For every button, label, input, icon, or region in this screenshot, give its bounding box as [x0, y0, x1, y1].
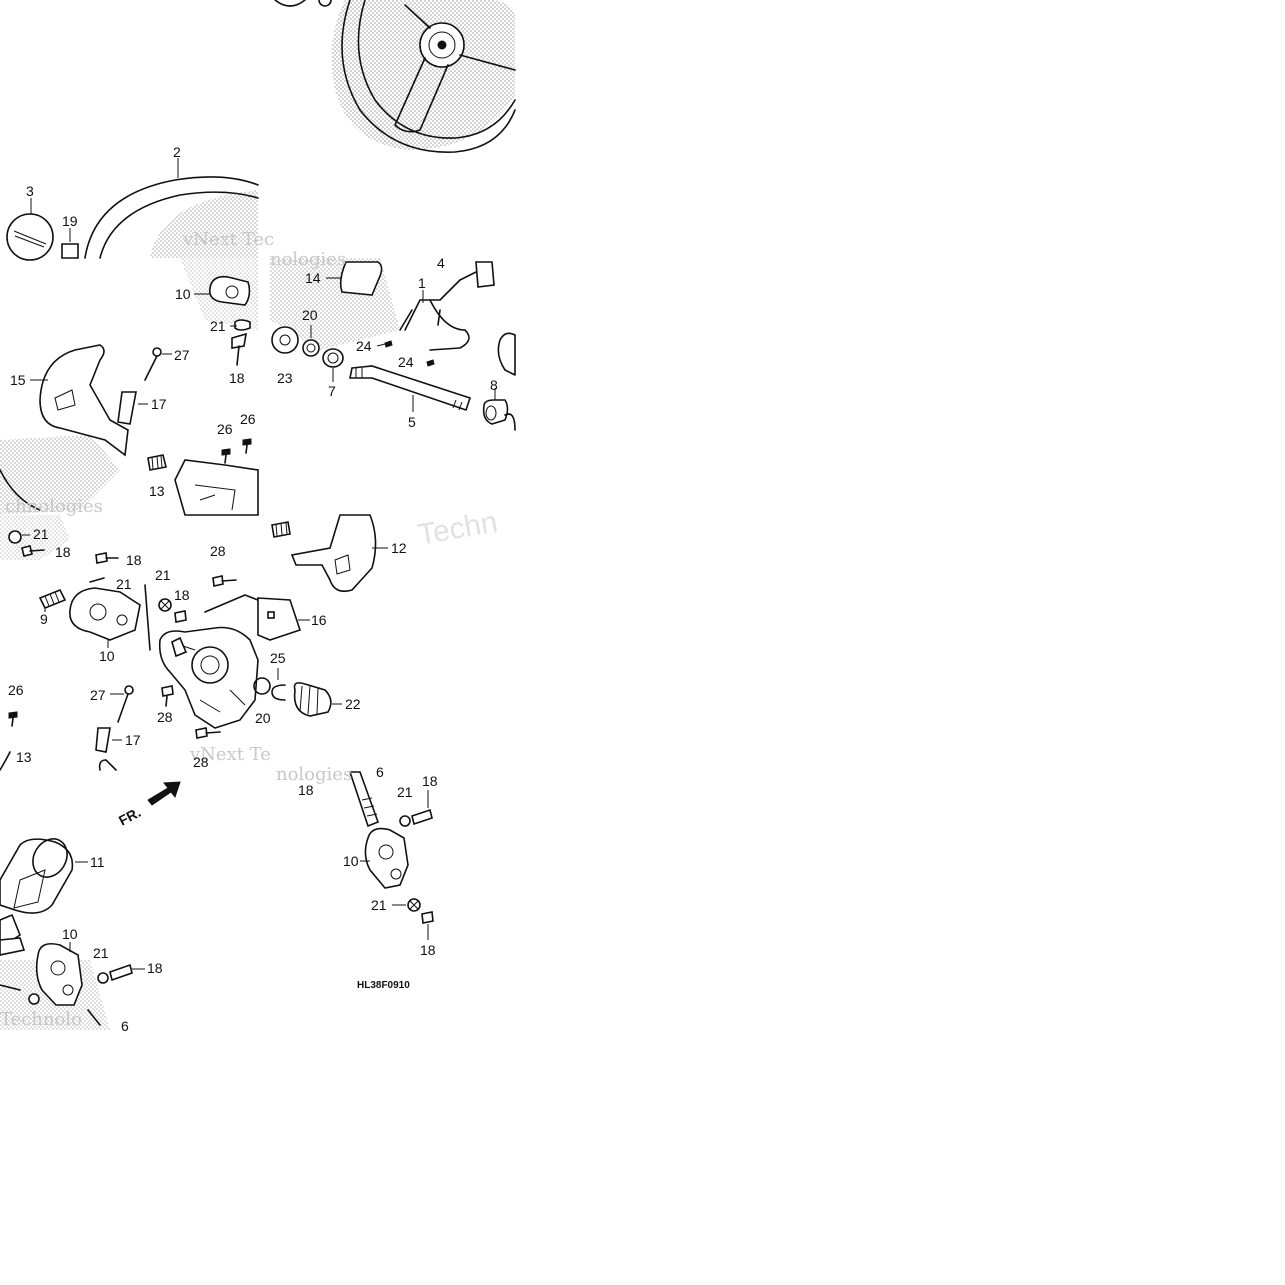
callout: 5 — [408, 414, 416, 430]
column-upper-left-parts — [0, 258, 259, 516]
motor-parts — [0, 781, 181, 1030]
callout: 21 — [397, 784, 413, 800]
callout: 17 — [125, 732, 141, 748]
front-marker: FR. — [116, 804, 143, 829]
callout: 10 — [343, 853, 359, 869]
column-lower-right-parts — [348, 771, 434, 940]
callout: 3 — [26, 183, 34, 199]
callout: 4 — [437, 255, 445, 271]
callout: 13 — [149, 483, 165, 499]
callout: 7 — [328, 383, 336, 399]
callout: 24 — [398, 354, 414, 370]
callout: 1 — [418, 275, 426, 291]
watermark-text: chnologies — [5, 496, 103, 517]
callouts: 2 3 19 4 1 14 10 21 18 20 23 7 24 24 27 … — [8, 144, 498, 1034]
callout: 9 — [40, 611, 48, 627]
watermark-text: nologies — [270, 249, 346, 270]
steering-wheel-section — [6, 158, 259, 261]
callout: 12 — [391, 540, 407, 556]
callout: 23 — [277, 370, 293, 386]
callout: 18 — [229, 370, 245, 386]
watermark-text: vNext Tec — [182, 229, 274, 250]
callout: 19 — [62, 213, 78, 229]
callout: 26 — [240, 411, 256, 427]
callout: 24 — [356, 338, 372, 354]
column-upper-parts — [270, 258, 516, 431]
watermarks: vNext Tec Techn chnologies nologies vNex… — [0, 229, 500, 1030]
steering-wheel-top — [274, 0, 516, 153]
callout: 21 — [155, 567, 171, 583]
callout: 10 — [62, 926, 78, 942]
callout: 27 — [90, 687, 106, 703]
callout: 10 — [175, 286, 191, 302]
callout: 21 — [93, 945, 109, 961]
callout: 20 — [302, 307, 318, 323]
callout: 27 — [174, 347, 190, 363]
callout: 6 — [121, 1018, 129, 1034]
callout: 21 — [371, 897, 387, 913]
callout: 11 — [90, 854, 105, 870]
callout: 20 — [255, 710, 271, 726]
callout: 18 — [422, 773, 438, 789]
callout: 25 — [270, 650, 286, 666]
watermark-text: nologies — [276, 764, 352, 785]
callout: 16 — [311, 612, 327, 628]
callout: 18 — [126, 552, 142, 568]
callout: 26 — [217, 421, 233, 437]
callout: 18 — [420, 942, 436, 958]
callout: 8 — [490, 377, 498, 393]
callout: 2 — [173, 144, 181, 160]
callout: 17 — [151, 396, 167, 412]
callout: 28 — [157, 709, 173, 725]
watermark-text: Techn — [415, 505, 500, 551]
watermark-text: vNext Te — [189, 744, 271, 765]
callout: 21 — [116, 576, 132, 592]
callout: 14 — [305, 270, 321, 286]
callout: 21 — [33, 526, 49, 542]
callout: 28 — [210, 543, 226, 559]
callout: 18 — [147, 960, 163, 976]
callout: 21 — [210, 318, 226, 334]
callout: 6 — [376, 764, 384, 780]
callout: 18 — [298, 782, 314, 798]
callout: 28 — [193, 754, 209, 770]
callout: 10 — [99, 648, 115, 664]
watermark-text: Technolo — [0, 1009, 82, 1030]
callout: 26 — [8, 682, 24, 698]
diagram-code: HL38F0910 — [357, 980, 410, 991]
callout: 15 — [10, 372, 26, 388]
callout: 18 — [55, 544, 71, 560]
column-lower-parts — [0, 514, 388, 771]
callout: 13 — [16, 749, 32, 765]
callout: 22 — [345, 696, 361, 712]
callout: 18 — [174, 587, 190, 603]
